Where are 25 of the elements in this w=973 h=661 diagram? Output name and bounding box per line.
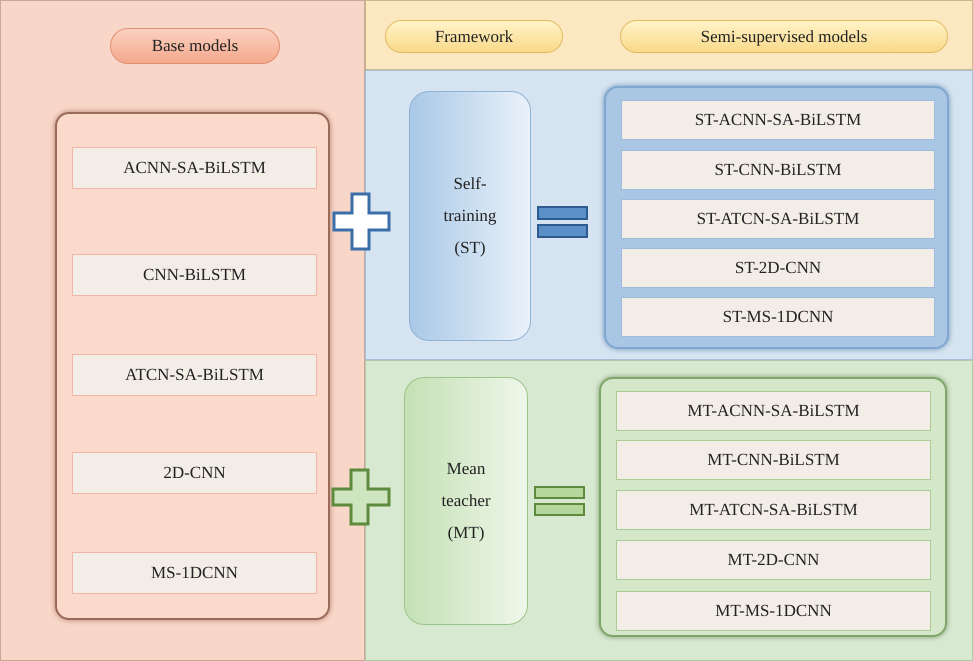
model-box: ST-MS-1DCNN [621, 297, 935, 337]
group-box [604, 86, 949, 349]
group-box [55, 112, 330, 620]
model-box: MT-CNN-BiLSTM [616, 440, 931, 480]
model-box: MT-ATCN-SA-BiLSTM [616, 490, 931, 530]
model-box: MT-MS-1DCNN [616, 591, 931, 631]
panel-band [365, 360, 973, 661]
panel-band [365, 70, 973, 360]
model-box: MS-1DCNN [72, 552, 317, 594]
model-box: ST-CNN-BiLSTM [621, 150, 935, 190]
model-box: ST-ATCN-SA-BiLSTM [621, 199, 935, 239]
model-box: ST-2D-CNN [621, 248, 935, 288]
heading-pill: Semi-supervised models [620, 20, 948, 53]
heading-pill: Base models [110, 28, 280, 64]
model-box: MT-ACNN-SA-BiLSTM [616, 391, 931, 431]
heading-pill: Framework [385, 20, 563, 53]
model-box: ACNN-SA-BiLSTM [72, 147, 317, 189]
model-box: ATCN-SA-BiLSTM [72, 354, 317, 396]
model-box: ST-ACNN-SA-BiLSTM [621, 100, 935, 140]
model-box: 2D-CNN [72, 452, 317, 494]
group-box [599, 377, 947, 637]
method-box: Self-training (ST) [409, 91, 531, 341]
model-box: MT-2D-CNN [616, 540, 931, 580]
model-box: CNN-BiLSTM [72, 254, 317, 296]
method-box: Mean teacher (MT) [404, 377, 528, 625]
